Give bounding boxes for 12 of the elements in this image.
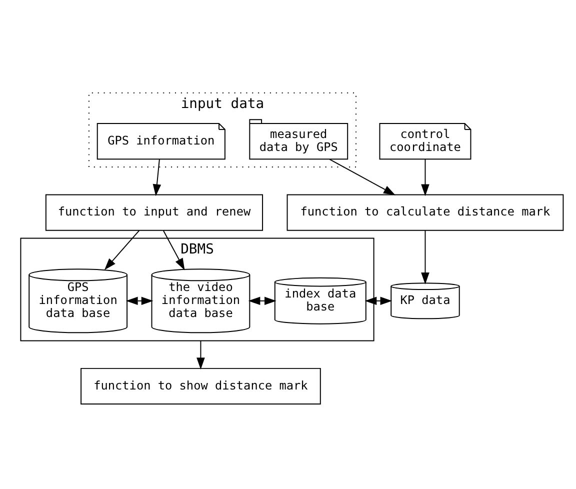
arrow [421, 230, 430, 284]
node-box: function to calculate distance mark [286, 194, 564, 231]
arrow [421, 158, 430, 196]
arrow [104, 230, 140, 270]
arrow [126, 296, 154, 306]
arrow [152, 158, 162, 196]
node-box: function to input and renew [45, 194, 264, 231]
arrow [196, 340, 205, 370]
arrow [248, 296, 276, 306]
arrow [162, 230, 185, 270]
node-box: function to show distance mark [80, 368, 321, 405]
arrow [364, 296, 392, 306]
